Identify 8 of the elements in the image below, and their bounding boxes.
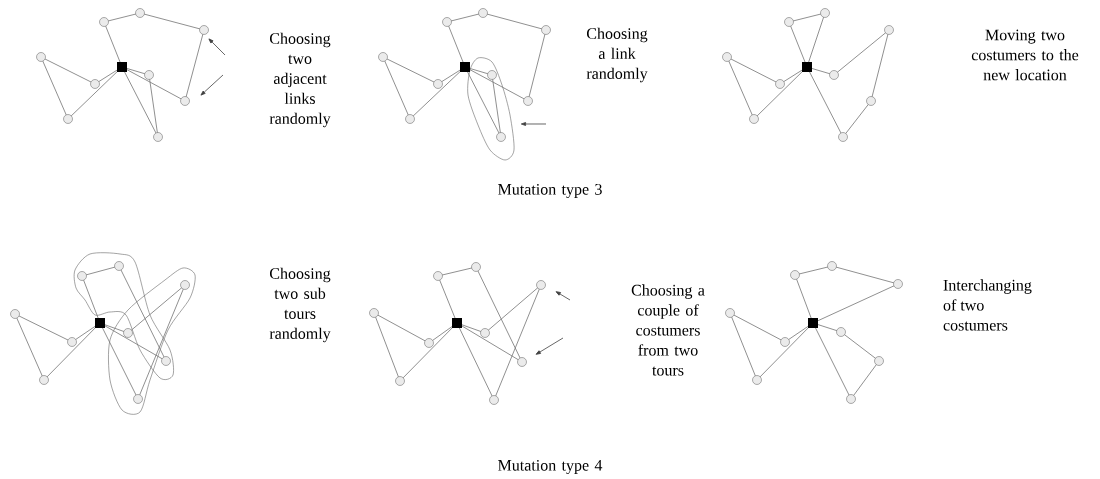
description-text: Choosing a link randomly bbox=[586, 27, 648, 83]
description-text: Moving two costumers to the new location bbox=[971, 29, 1079, 81]
description-text: Choosing two adjacent links randomly bbox=[269, 32, 331, 128]
caption: Mutation type 4 bbox=[498, 459, 603, 474]
description-text: Interchanging of two costumers bbox=[943, 279, 1032, 331]
description-text: Choosing a couple of costumers from two tours bbox=[631, 284, 705, 376]
description-text: Choosing two sub tours randomly bbox=[269, 267, 331, 343]
caption: Mutation type 3 bbox=[498, 183, 602, 198]
